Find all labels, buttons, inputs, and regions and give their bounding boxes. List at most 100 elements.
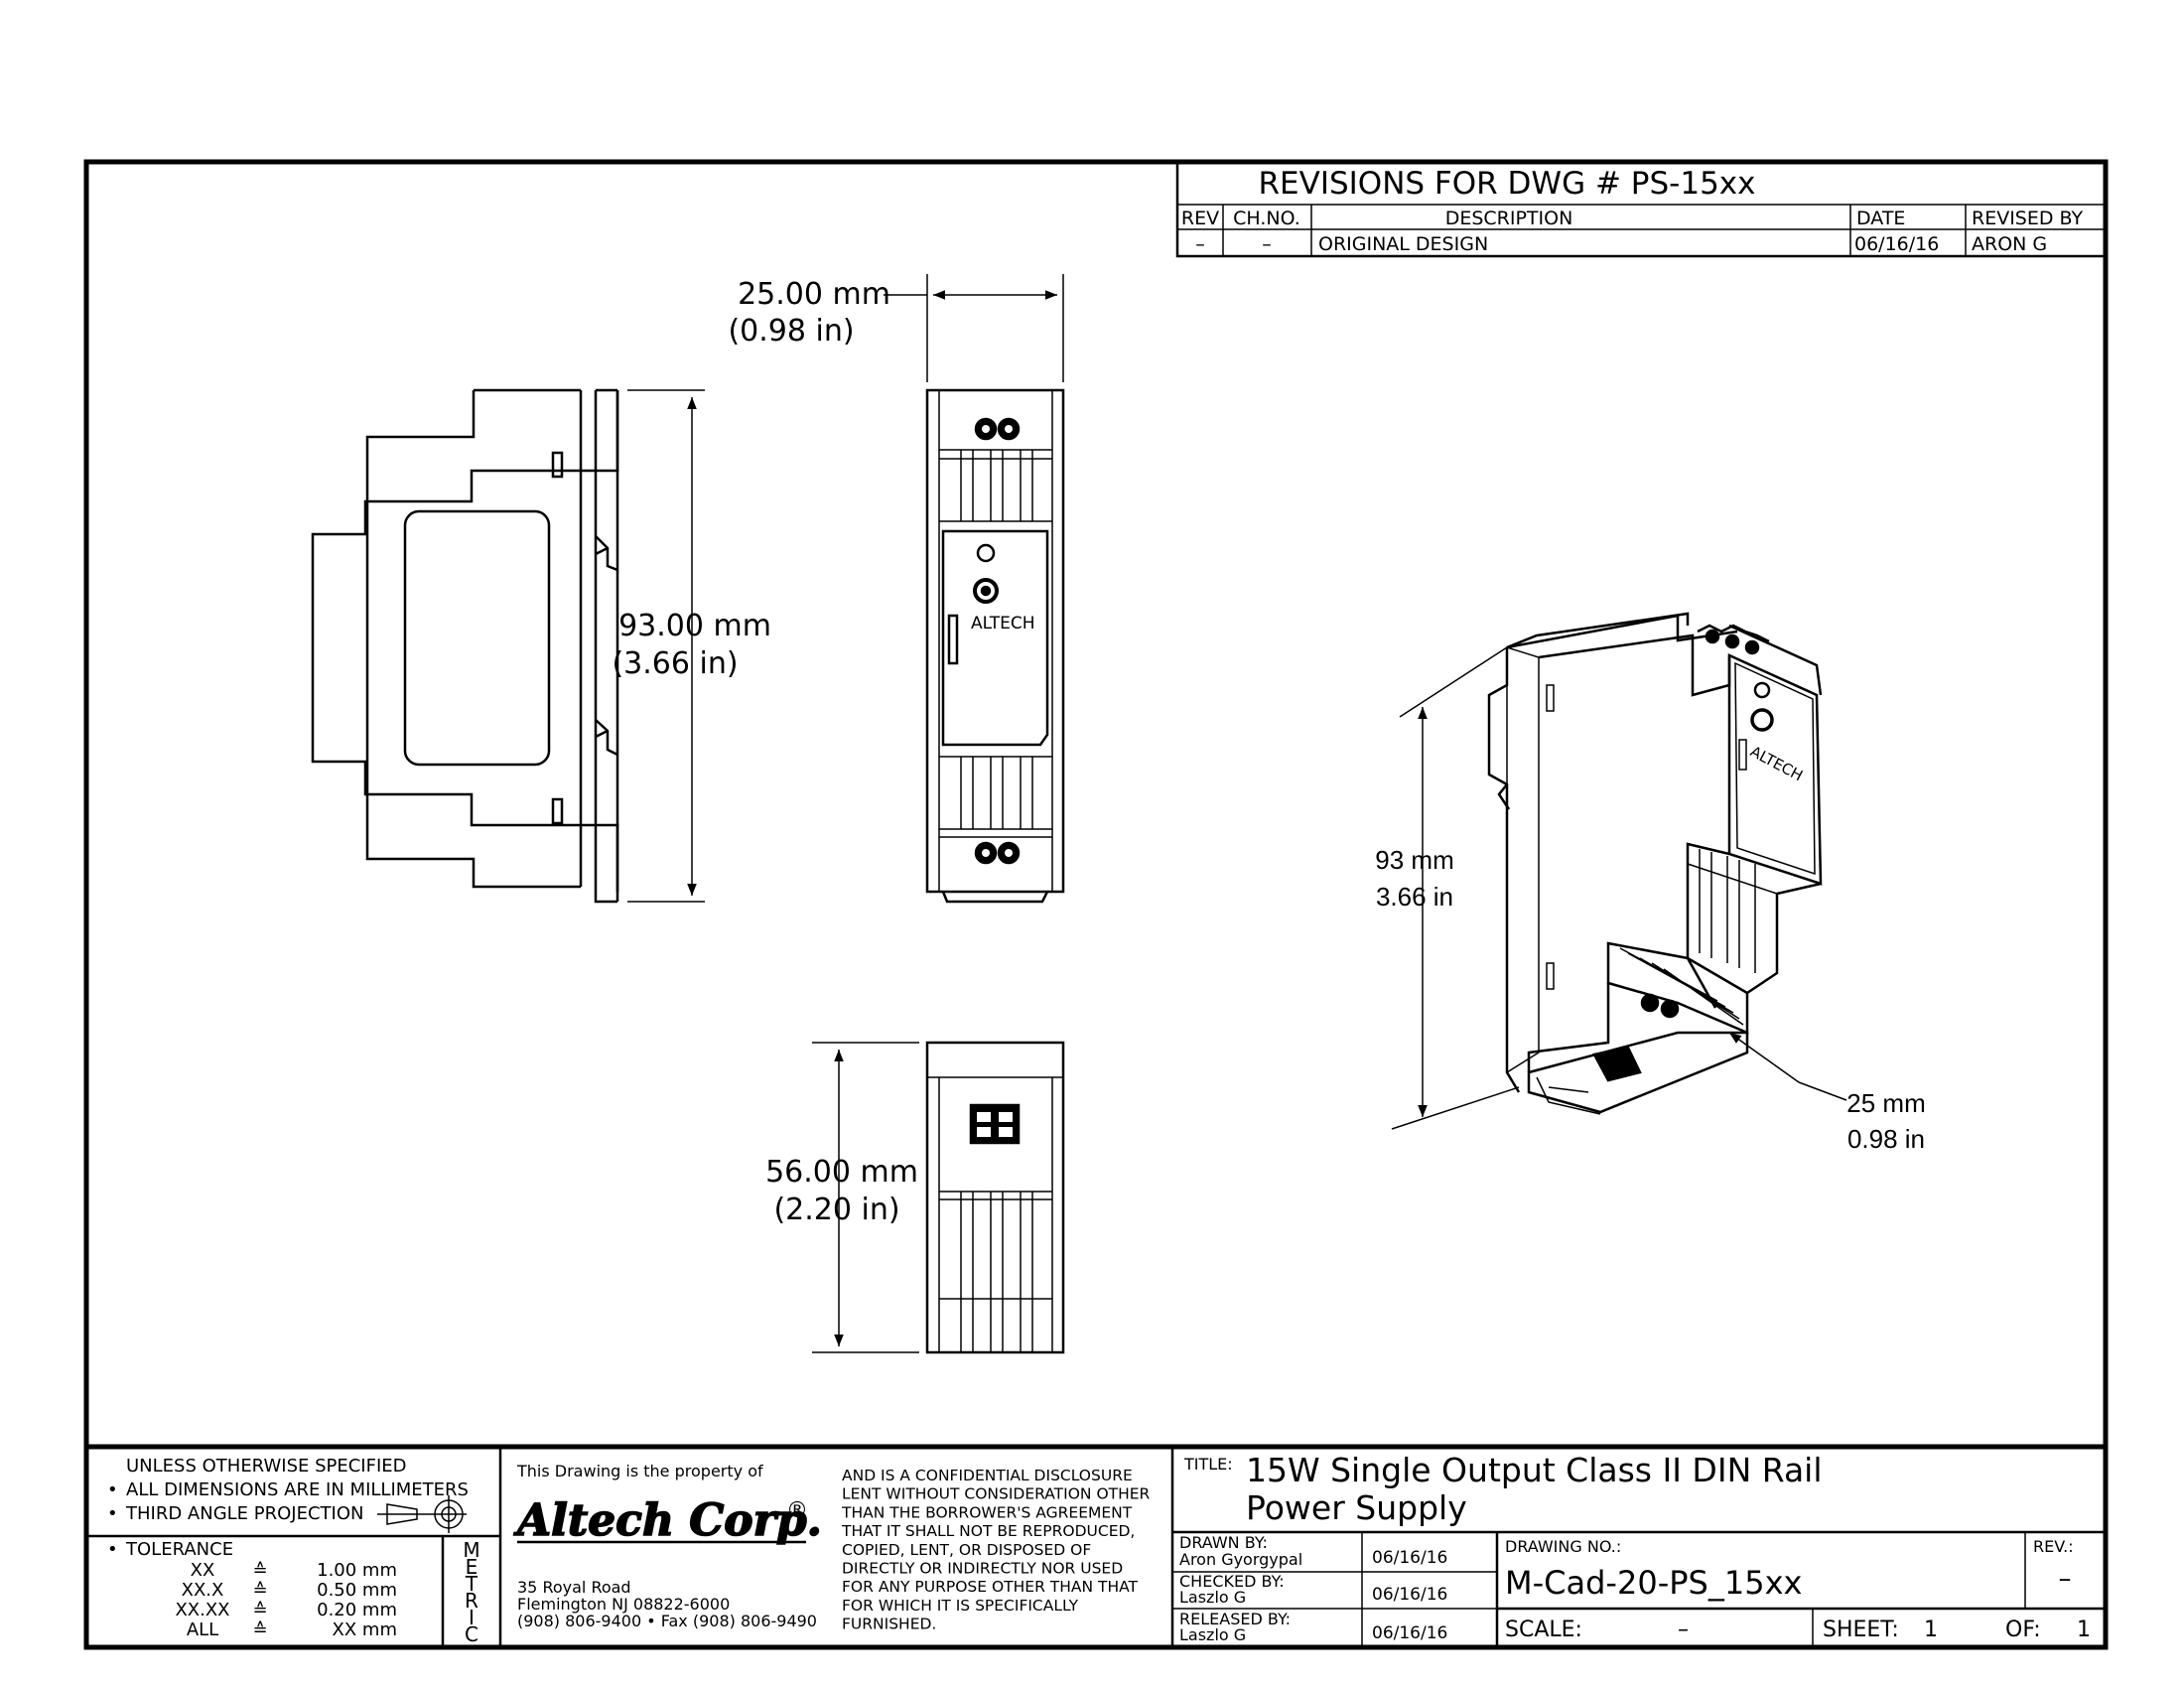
isometric-view: ALTECH	[1487, 612, 1823, 1115]
property-text: This Drawing is the property of	[516, 1462, 763, 1480]
disclosure-line: FURNISHED.	[842, 1616, 936, 1633]
metric-letter: M	[463, 1538, 479, 1562]
revision-row-revised-by: ARON G	[1972, 233, 2047, 255]
of-label: OF:	[2005, 1618, 2041, 1642]
iso-view-brand-label: ALTECH	[1747, 743, 1806, 785]
drawn-date: 06/16/16	[1372, 1548, 1447, 1568]
depth-mm-label: 56.00 mm	[765, 1155, 918, 1190]
tolerance-key: ALL	[187, 1619, 218, 1640]
tolerance-symbol: ≙	[252, 1600, 267, 1620]
drawing-number-label: DRAWING NO.:	[1505, 1537, 1621, 1556]
revisions-table: REVISIONS FOR DWG # PS-15xx REV CH.NO. D…	[1175, 160, 2108, 258]
iso-width-in-label: 0.98 in	[1847, 1124, 1925, 1154]
tolerance-value: XX mm	[333, 1619, 397, 1640]
notes-bullet-2: •	[107, 1503, 118, 1524]
depth-dimension: 56.00 mm (2.20 in)	[765, 1042, 919, 1353]
company-address-1: 35 Royal Road	[517, 1578, 631, 1597]
tolerance-value: 0.50 mm	[317, 1580, 397, 1601]
revisions-heading: REVISIONS FOR DWG # PS-15xx	[1259, 166, 1756, 202]
bottom-view	[925, 1041, 1065, 1354]
released-by-name: Laszlo G	[1179, 1625, 1246, 1644]
metric-letter: I	[469, 1606, 475, 1629]
rev-label: REV.:	[2033, 1537, 2074, 1556]
iso-height-in-label: 3.66 in	[1376, 882, 1453, 912]
notes-line-2: ALL DIMENSIONS ARE IN MILLIMETERS	[126, 1479, 469, 1500]
disclosure-line: LENT WITHOUT CONSIDERATION OTHER	[842, 1485, 1151, 1503]
checked-by-name: Laszlo G	[1179, 1588, 1246, 1607]
disclosure-line: AND IS A CONFIDENTIAL DISCLOSURE	[842, 1467, 1133, 1484]
iso-height-dimension: 93 mm 3.66 in	[1375, 646, 1520, 1130]
side-view	[311, 388, 619, 904]
disclosure-line: THAN THE BORROWER'S AGREEMENT	[841, 1503, 1133, 1521]
metric-letter: C	[465, 1622, 478, 1646]
tolerance-label: TOLERANCE	[125, 1539, 233, 1560]
notes-line-1: UNLESS OTHERWISE SPECIFIED	[126, 1456, 407, 1477]
sheet-value: 1	[1924, 1618, 1938, 1642]
rev-value: –	[2059, 1564, 2072, 1594]
drawn-by-label: DRAWN BY:	[1179, 1533, 1268, 1552]
tolerance-key: XX.XX	[175, 1600, 229, 1620]
title-block: UNLESS OTHERWISE SPECIFIED • ALL DIMENSI…	[86, 1444, 2106, 1647]
height-in-label: (3.66 in)	[612, 646, 738, 681]
tolerance-table: XX ≙ 1.00 mm XX.X ≙ 0.50 mm XX.XX ≙ 0.20 mm ALL ≙ X…	[175, 1560, 397, 1640]
drawn-by-name: Aron Gyorgypal	[1179, 1550, 1302, 1569]
height-dimension: 93.00 mm (3.66 in)	[612, 389, 771, 903]
metric-letter: E	[466, 1555, 478, 1579]
tolerance-symbol: ≙	[252, 1580, 267, 1601]
iso-height-mm-label: 93 mm	[1375, 845, 1453, 875]
scale-value: –	[1678, 1618, 1689, 1642]
title-line-1: 15W Single Output Class II DIN Rail	[1246, 1451, 1823, 1489]
company-phone: (908) 806-9400 • Fax (908) 806-9490	[517, 1612, 817, 1630]
tolerance-value: 0.20 mm	[317, 1600, 397, 1620]
title-label: TITLE:	[1183, 1455, 1233, 1474]
width-mm-label: 25.00 mm	[738, 277, 890, 312]
rev-column-header: REV	[1181, 208, 1219, 229]
notes-line-3: THIRD ANGLE PROJECTION	[125, 1503, 364, 1524]
drawing-number: M-Cad-20-PS_15xx	[1505, 1564, 1802, 1602]
tolerance-symbol: ≙	[252, 1619, 267, 1640]
tolerance-symbol: ≙	[252, 1560, 267, 1581]
tolerance-key: XX	[191, 1560, 215, 1581]
disclosure-line: COPIED, LENT, OR DISPOSED OF	[842, 1541, 1091, 1559]
disclosure-line: DIRECTLY OR INDIRECTLY NOR USED	[842, 1560, 1123, 1578]
chno-column-header: CH.NO.	[1233, 208, 1300, 229]
metric-letter: T	[465, 1572, 478, 1596]
tolerance-value: 1.00 mm	[317, 1560, 397, 1581]
notes-bullet-1: •	[107, 1479, 118, 1500]
checked-by-label: CHECKED BY:	[1179, 1572, 1285, 1591]
width-in-label: (0.98 in)	[728, 314, 854, 349]
iso-width-mm-label: 25 mm	[1846, 1088, 1925, 1118]
disclosure-line: THAT IT SHALL NOT BE REPRODUCED,	[841, 1522, 1135, 1540]
disclosure-line: FOR ANY PURPOSE OTHER THAN THAT	[842, 1578, 1139, 1596]
tolerance-bullet: •	[107, 1539, 118, 1560]
scale-label: SCALE:	[1505, 1618, 1582, 1642]
iso-width-dimension: 25 mm 0.98 in	[1728, 1032, 1926, 1154]
checked-date: 06/16/16	[1372, 1585, 1447, 1605]
revision-row-date: 06/16/16	[1854, 233, 1939, 255]
disclosure-line: FOR WHICH IT IS SPECIFICALLY	[842, 1597, 1079, 1615]
company-address-2: Flemington NJ 08822-6000	[517, 1595, 730, 1614]
tolerance-key: XX.X	[182, 1580, 224, 1601]
company-logo: Altech Corp.	[513, 1495, 822, 1546]
revision-row-description: ORIGINAL DESIGN	[1318, 233, 1488, 255]
sheet-label: SHEET:	[1823, 1618, 1899, 1642]
height-mm-label: 93.00 mm	[618, 609, 771, 643]
revised-by-column-header: REVISED BY	[1972, 208, 2084, 229]
date-column-header: DATE	[1856, 208, 1905, 229]
title-line-2: Power Supply	[1246, 1488, 1467, 1527]
drawing-border	[83, 159, 2109, 1650]
front-view: ALTECH	[925, 388, 1065, 904]
released-by-label: RELEASED BY:	[1179, 1610, 1291, 1628]
third-angle-projection-icon	[377, 1495, 467, 1533]
revision-row-rev: –	[1195, 233, 1205, 255]
description-column-header: DESCRIPTION	[1445, 208, 1573, 229]
of-value: 1	[2077, 1618, 2091, 1642]
front-view-brand-label: ALTECH	[971, 614, 1035, 633]
registered-mark: ®	[786, 1498, 808, 1523]
depth-in-label: (2.20 in)	[773, 1193, 899, 1227]
revision-row-chno: –	[1262, 233, 1272, 255]
metric-letter: R	[465, 1589, 478, 1613]
